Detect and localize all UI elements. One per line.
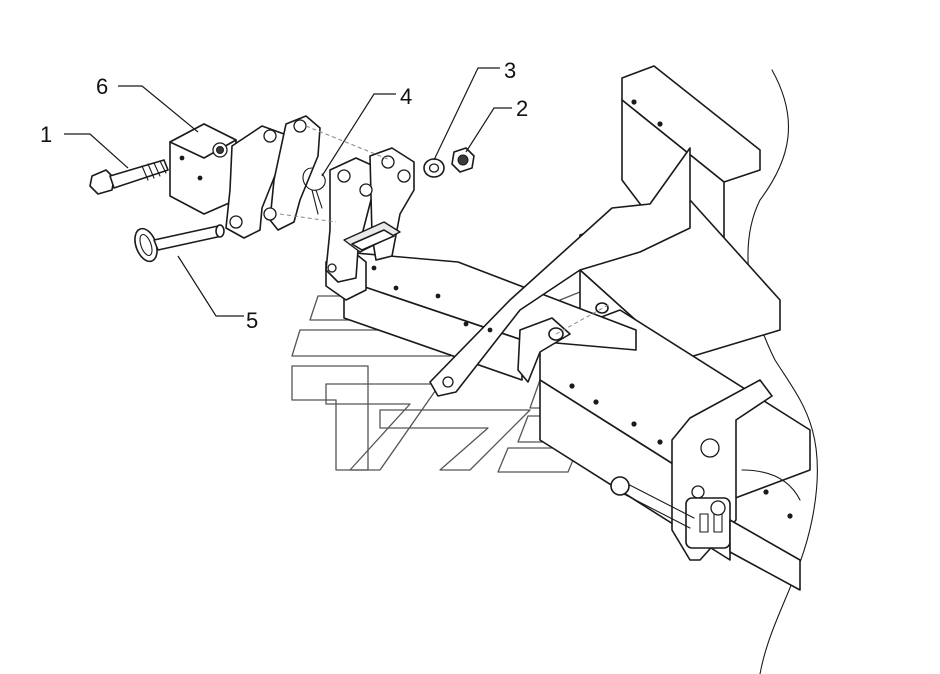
rod-end [610, 476, 630, 496]
callout-2: 2 [516, 96, 528, 121]
square-tube-opening [351, 229, 395, 251]
nut-bore [457, 154, 469, 166]
beam-hole [763, 489, 769, 495]
washer-hole [428, 163, 440, 173]
beam-hole [371, 265, 377, 271]
side-plate-hole [691, 485, 705, 499]
bolt-thread [147, 163, 155, 179]
clevis-pin-head [710, 500, 726, 516]
bolt-thread [159, 160, 167, 174]
part-6-mounting-block [169, 115, 391, 239]
hitch-plate-hole [327, 263, 337, 273]
r-clip [302, 167, 326, 215]
part-5-hitch-pin [134, 224, 225, 263]
hitch-plate-hole [381, 155, 395, 169]
callout-3: 3 [504, 58, 516, 83]
leader-6 [118, 85, 199, 133]
part-2-nut [451, 147, 475, 173]
mounting-block-hole [197, 175, 203, 181]
beam-hole [631, 99, 637, 105]
bolt-shank [109, 159, 169, 189]
hitch-plate-hole [337, 169, 351, 183]
bolt-thread [141, 165, 149, 181]
brace-hole [487, 327, 493, 333]
mounting-block-bore-inner [216, 146, 224, 154]
beam-hole [787, 513, 793, 519]
mount-plate-hole [263, 207, 277, 221]
callout-1: 1 [40, 122, 52, 147]
assembly-guideline [305, 125, 391, 161]
part-1-bolt [89, 159, 169, 195]
leader-3 [433, 67, 500, 161]
brace-hole [442, 376, 454, 388]
frame-curve [741, 469, 801, 501]
mount-plate-hole [229, 215, 243, 229]
callout-4: 4 [400, 84, 412, 109]
leader-5 [177, 255, 244, 317]
tractor-frame [539, 65, 819, 674]
beam-hole [657, 121, 663, 127]
hitch-beam-assembly [325, 147, 691, 397]
bolt-head [89, 169, 115, 195]
leader-lines [64, 67, 512, 317]
beam-hole [631, 421, 637, 427]
mount-plate-hole [263, 129, 277, 143]
watermark-chevron-1 [325, 383, 441, 471]
part-3-washer [423, 158, 445, 178]
hitch-plate-hole [359, 183, 373, 197]
assembly-guideline [279, 213, 337, 223]
side-plate-hole [700, 438, 720, 458]
bolt-thread [153, 162, 161, 177]
beam-hole [593, 399, 599, 405]
callout-5: 5 [246, 308, 258, 333]
hitch-plate-hole [397, 169, 411, 183]
mounting-block-top [169, 123, 237, 159]
lower-rod [611, 487, 691, 529]
mounting-block-hole [179, 155, 185, 161]
hitch-pin-tip [215, 224, 225, 238]
callout-labels: 1 2 3 4 5 6 [40, 58, 528, 333]
watermark-chevron-2 [379, 409, 531, 471]
assembly-guideline [555, 303, 611, 335]
beam-hole [657, 439, 663, 445]
beam-hole [569, 383, 575, 389]
leader-1 [64, 133, 129, 169]
clevis-slot [699, 513, 709, 533]
beam-hole [393, 285, 399, 291]
mount-plate-left [225, 125, 285, 239]
lower-tube [729, 519, 801, 591]
watermark-left-post [291, 365, 369, 471]
mount-plate-hole [293, 119, 307, 133]
beam-hole [435, 293, 441, 299]
callout-6: 6 [96, 74, 108, 99]
mount-plate-right [269, 115, 321, 231]
hitch-pin-ring-inner [139, 233, 153, 257]
leader-2 [465, 107, 512, 153]
r-clip-leg [315, 189, 323, 209]
angled-brace-plate [429, 147, 691, 397]
part-4-hitch-bracket [325, 147, 415, 283]
hitch-pin-shaft [153, 225, 223, 251]
leader-4 [321, 93, 396, 177]
beam-hole [463, 321, 469, 327]
r-clip-leg [311, 189, 319, 215]
